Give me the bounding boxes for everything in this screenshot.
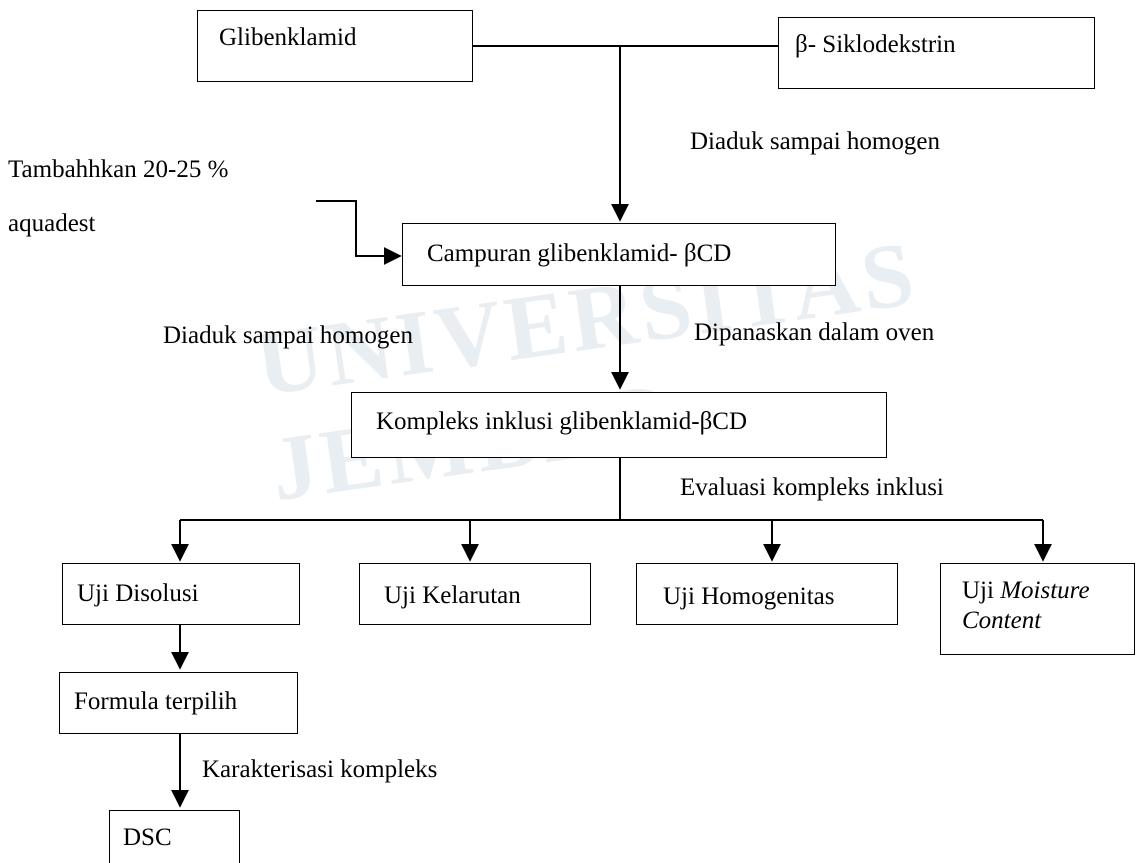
node-campuran: Campuran glibenklamid- βCD (402, 223, 836, 286)
node-uji-homogenitas: Uji Homogenitas (636, 563, 898, 625)
node-uji-disolusi: Uji Disolusi (62, 563, 300, 625)
node-uji-moisture-content: Uji Moisture Content (940, 563, 1135, 655)
node-uji-kelarutan: Uji Kelarutan (359, 563, 591, 625)
node-dsc: DSC (109, 810, 240, 863)
node-siklodekstrin: β- Siklodekstrin (778, 17, 1095, 89)
label-karakterisasi: Karakterisasi kompleks (202, 756, 438, 783)
node-kompleks: Kompleks inklusi glibenklamid-βCD (351, 392, 887, 458)
arrow-aquadest (316, 200, 402, 265)
node-formula-terpilih: Formula terpilih (59, 672, 298, 734)
moisture-prefix: Uji (962, 577, 1001, 604)
label-diaduk-top: Diaduk sampai homogen (690, 128, 940, 155)
node-glibenklamid: Glibenklamid (197, 10, 473, 82)
label-tambahkan-line2: aquadest (8, 210, 96, 237)
label-diaduk-left: Diaduk sampai homogen (163, 322, 413, 349)
label-evaluasi: Evaluasi kompleks inklusi (680, 474, 944, 501)
label-tambahkan-line1: Tambahhkan 20-25 % (8, 156, 229, 183)
moisture-line1: Moisture (1000, 577, 1090, 604)
label-dipanaskan: Dipanaskan dalam oven (694, 319, 935, 346)
moisture-line2: Content (962, 607, 1042, 634)
